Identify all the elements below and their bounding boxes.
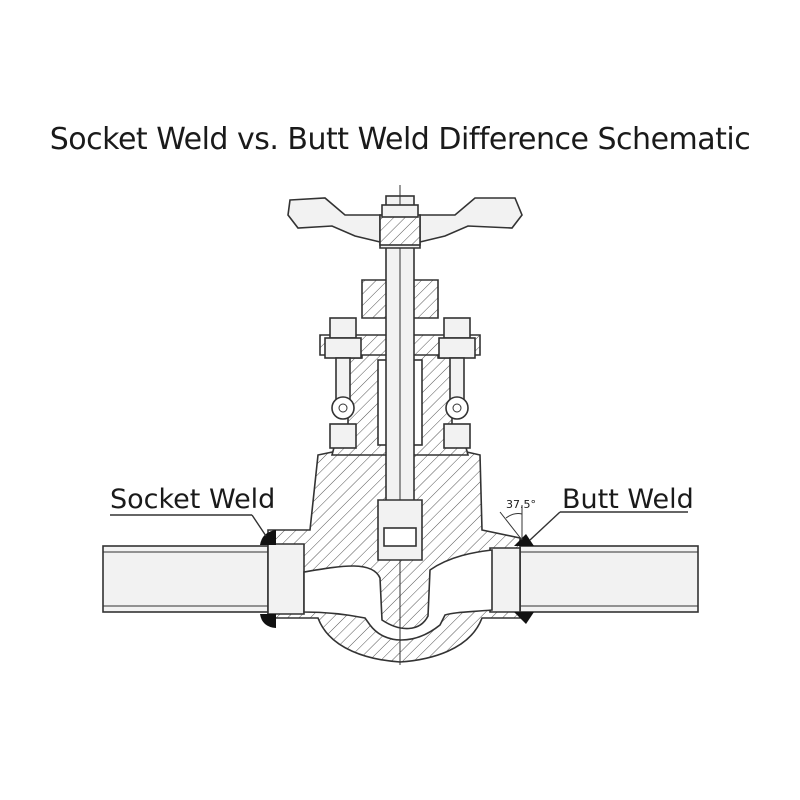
butt-weld-leader-tip: [529, 511, 561, 541]
socket-weld-label: Socket Weld: [110, 484, 275, 515]
socket-weld-leader-tip: [251, 514, 267, 537]
socket-bore: [267, 543, 305, 615]
flow-passage: [303, 549, 493, 641]
socket-weld-bead: [260, 530, 276, 628]
butt-weld-label: Butt Weld: [562, 484, 694, 515]
butt-weld-bead: [514, 534, 534, 624]
bevel-angle-indicator: [499, 505, 523, 541]
right-pipe: [519, 545, 699, 613]
angle-label: 37.5°: [506, 498, 536, 511]
diagram-title: Socket Weld vs. Butt Weld Difference Sch…: [49, 122, 751, 157]
butt-bore: [489, 547, 521, 613]
right-gland-bolt: [438, 317, 476, 449]
left-gland-bolt: [324, 317, 362, 449]
